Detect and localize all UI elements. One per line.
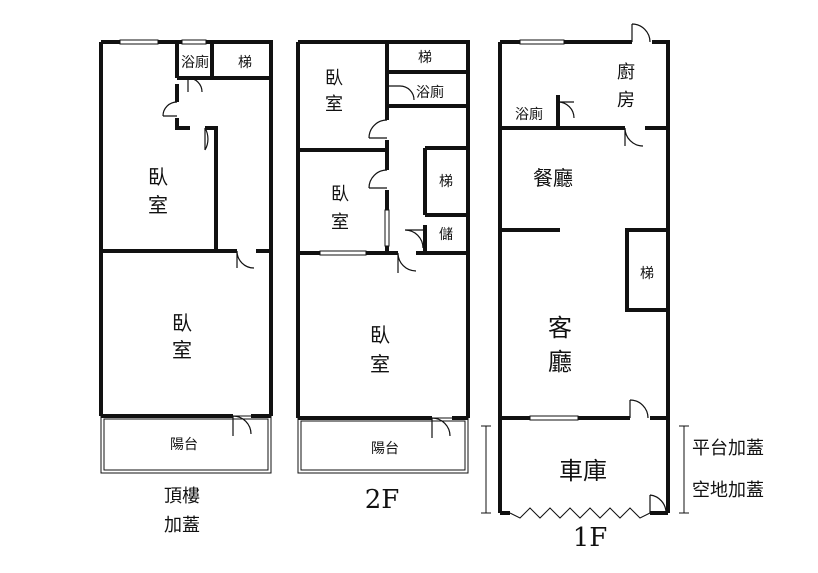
- second-bedroom-a-label-1: 臥: [325, 68, 343, 89]
- second-bedroom-c-label-2: 室: [370, 352, 390, 376]
- roof-floor-plan: [99, 39, 273, 474]
- first-dining-label: 餐廳: [533, 166, 573, 190]
- platform-extension-note: 平台加蓋: [692, 438, 764, 459]
- second-bedroom-c-label-1: 臥: [370, 323, 390, 347]
- first-bath-label: 浴廁: [515, 106, 543, 123]
- open-space-extension-note: 空地加蓋: [692, 480, 764, 501]
- first-living-label-1: 客: [548, 314, 572, 342]
- first-garage-label: 車庫: [559, 457, 607, 485]
- second-balcony-label: 陽台: [371, 441, 399, 457]
- second-bedroom-a-label-2: 室: [325, 94, 343, 115]
- roof-bedroom-top-label-1: 臥: [148, 165, 168, 189]
- second-stair-top-label: 梯: [418, 50, 432, 66]
- first-floor-title: 1F: [573, 523, 608, 553]
- first-kitchen-label-2: 房: [617, 90, 635, 111]
- second-stair-mid-label: 梯: [439, 174, 453, 190]
- roof-floor-title-line1: 頂樓: [164, 486, 200, 507]
- first-kitchen-label-1: 廚: [617, 61, 635, 83]
- first-living-label-2: 廳: [548, 348, 572, 376]
- roof-bedroom-bottom-label-1: 臥: [172, 311, 192, 335]
- roof-bedroom-bottom-label-2: 室: [172, 338, 192, 362]
- roof-balcony-label: 陽台: [170, 437, 198, 453]
- roof-bath-label: 浴廁: [181, 54, 209, 71]
- second-floor-title: 2F: [365, 485, 400, 515]
- second-floor-plan: [296, 40, 470, 474]
- first-floor-plan: [481, 23, 689, 519]
- second-bedroom-b-label-1: 臥: [331, 184, 349, 205]
- first-stair-label: 梯: [640, 266, 654, 282]
- roof-floor-title-line2: 加蓋: [164, 515, 200, 536]
- roof-stair-label: 梯: [238, 55, 252, 71]
- second-storage-label: 儲: [439, 227, 453, 243]
- roof-bedroom-top-label-2: 室: [148, 193, 168, 217]
- second-bedroom-b-label-2: 室: [331, 212, 349, 233]
- second-bath-label: 浴廁: [416, 84, 444, 101]
